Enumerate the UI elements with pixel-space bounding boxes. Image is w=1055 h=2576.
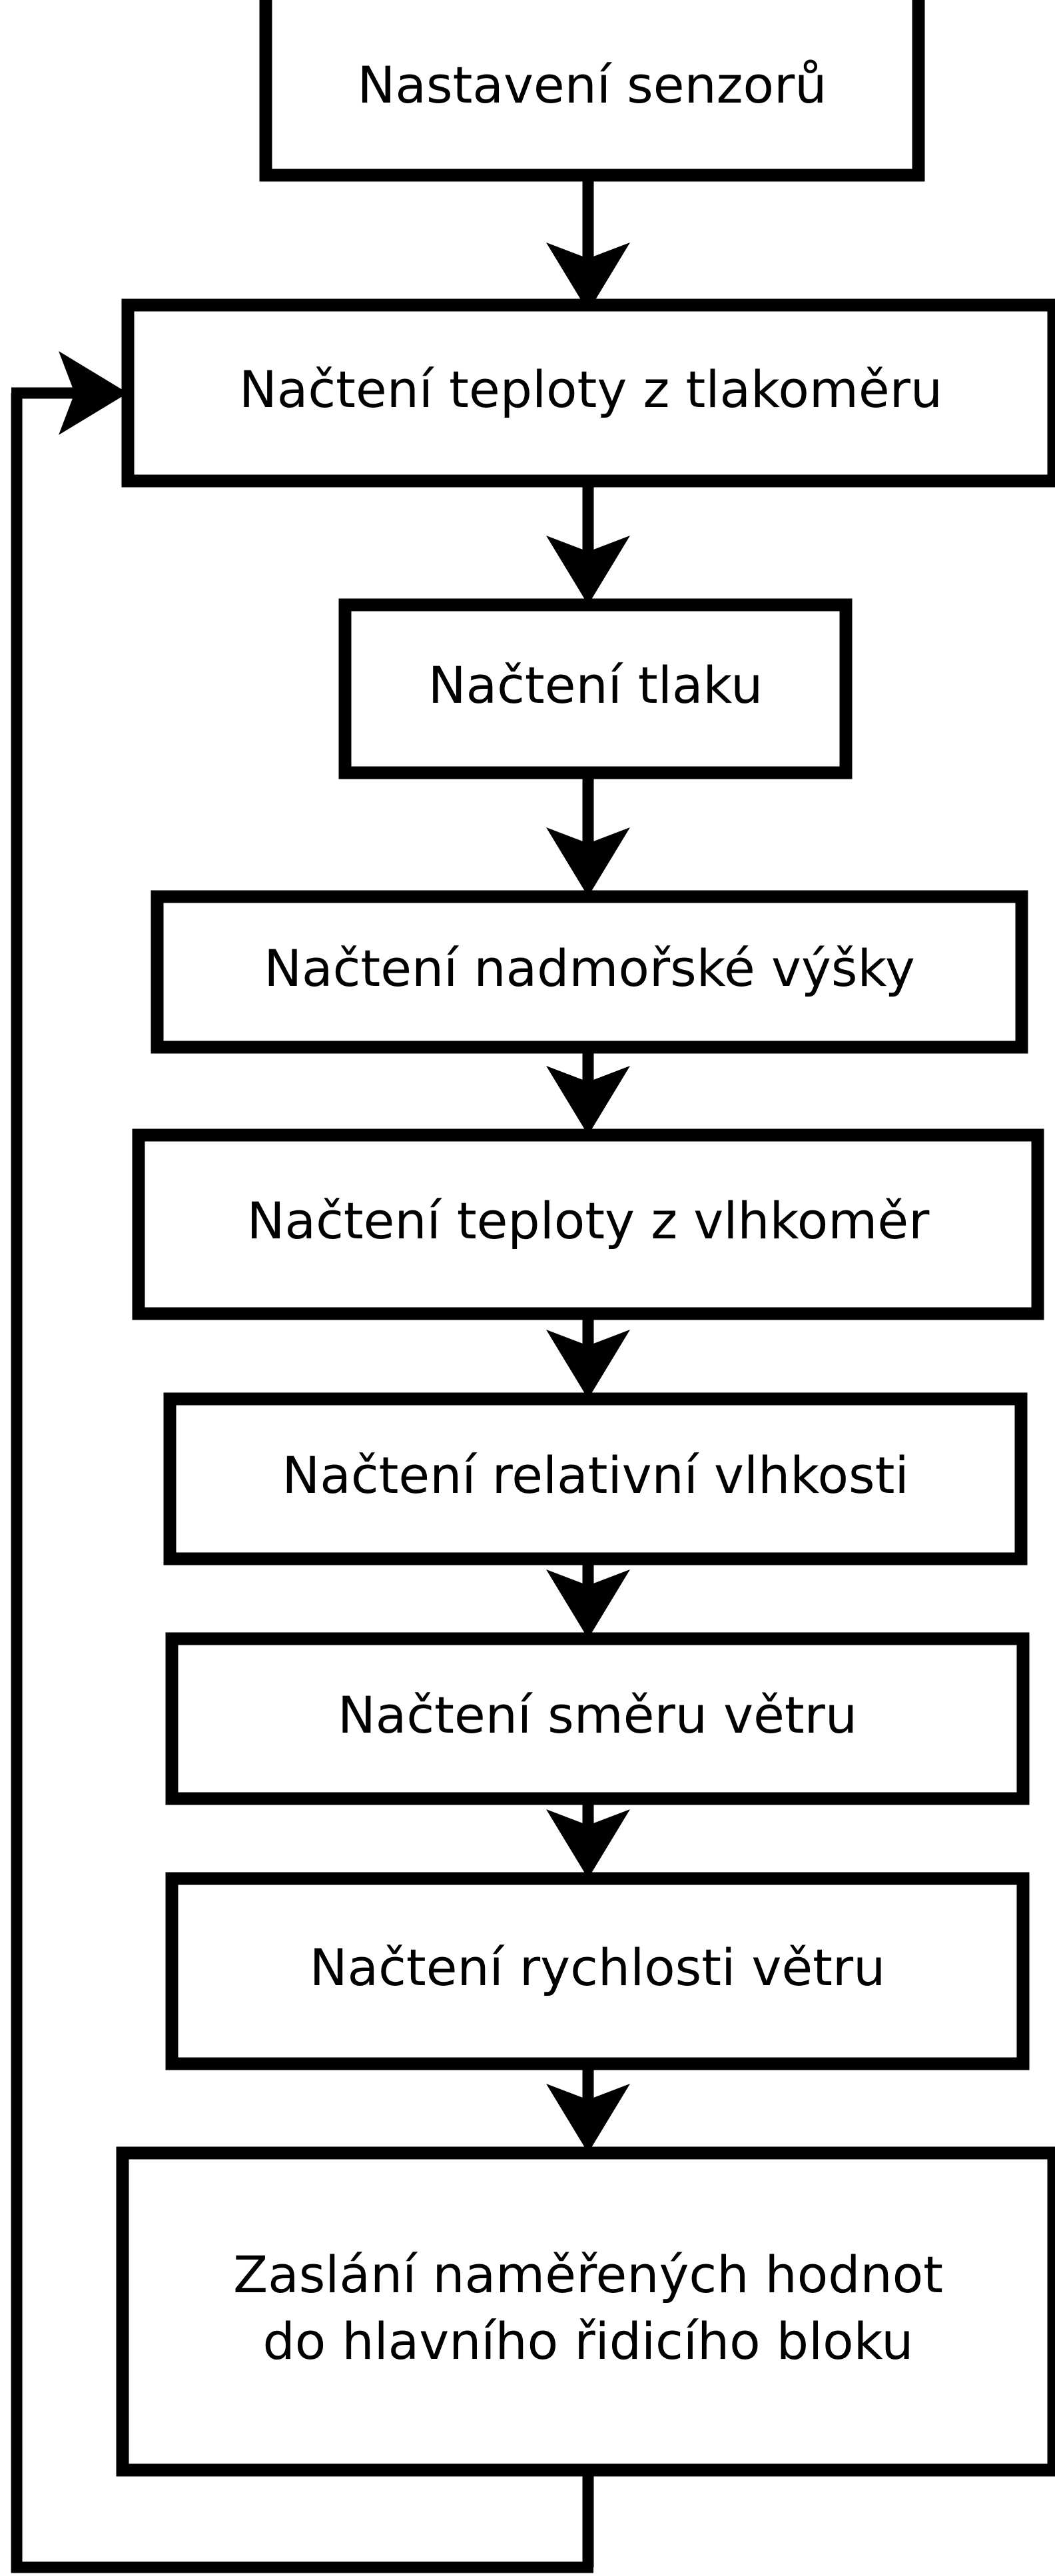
node-read-temp-hygrometer-box[interactable] xyxy=(132,1128,1044,1320)
node-send-values-label-line1: Zaslání naměřených hodnot xyxy=(233,2245,943,2304)
arrow-head-down-icon xyxy=(546,242,630,312)
node-read-pressure-box[interactable] xyxy=(338,598,853,779)
edge-setup-to-read-temp-barometer xyxy=(546,175,630,312)
arrow-head-down-icon xyxy=(546,1809,630,1879)
node-read-wind-speed-label: Načtení rychlosti větru xyxy=(310,1938,886,1997)
edge-read-temp-hygrometer-to-read-humidity xyxy=(546,1314,630,1399)
arrow-head-down-icon xyxy=(546,2084,630,2153)
arrow-head-down-icon xyxy=(546,1569,630,1639)
edge-read-temp-barometer-to-read-pressure xyxy=(546,481,630,605)
node-read-wind-direction-label: Načtení směru větru xyxy=(338,1685,857,1745)
arrow-head-down-icon xyxy=(546,827,630,897)
node-send-values[interactable]: Zaslání naměřených hodnot do hlavního ři… xyxy=(116,2146,1055,2477)
node-read-pressure[interactable]: Načtení tlaku xyxy=(338,598,853,779)
edge-read-wind-speed-to-send-values xyxy=(546,2064,630,2153)
node-read-temp-hygrometer[interactable]: Načtení teploty z vlhkoměr xyxy=(132,1128,1044,1320)
edge-read-humidity-to-read-wind-direction xyxy=(546,1559,630,1639)
edge-read-pressure-to-read-altitude xyxy=(546,773,630,897)
edge-send-values-to-read-temp-barometer xyxy=(11,351,594,2573)
arrow-head-right-icon xyxy=(59,351,128,435)
node-read-pressure-label: Načtení tlaku xyxy=(428,655,763,715)
node-read-altitude[interactable]: Načtení nadmořské výšky xyxy=(151,890,1028,1054)
node-read-temp-barometer-label: Načtení teploty z tlakoměru xyxy=(239,360,942,419)
node-read-altitude-label: Načtení nadmořské výšky xyxy=(264,939,915,998)
node-read-humidity[interactable]: Načtení relativní vlhkosti xyxy=(163,1392,1028,1565)
node-read-humidity-label: Načtení relativní vlhkosti xyxy=(282,1446,908,1505)
edge-read-altitude-to-read-temp-hygrometer xyxy=(546,1047,630,1135)
node-setup-box[interactable] xyxy=(259,0,925,182)
node-read-wind-speed[interactable]: Načtení rychlosti větru xyxy=(165,1872,1030,2070)
arrow-head-down-icon xyxy=(546,1330,630,1399)
node-read-altitude-box[interactable] xyxy=(151,890,1028,1054)
node-read-wind-speed-box[interactable] xyxy=(165,1872,1030,2070)
node-read-wind-direction[interactable]: Načtení směru větru xyxy=(165,1632,1030,1805)
arrow-head-down-icon xyxy=(546,1066,630,1135)
node-read-temp-hygrometer-label: Načtení teploty z vlhkoměr xyxy=(247,1191,930,1250)
edge-read-wind-direction-to-read-wind-speed xyxy=(546,1799,630,1879)
node-send-values-label-line2: do hlavního řidicího bloku xyxy=(263,2312,914,2371)
node-setup-label: Nastavení senzorů xyxy=(358,55,827,115)
node-read-temp-barometer-box[interactable] xyxy=(121,298,1055,488)
node-send-values-box[interactable] xyxy=(116,2146,1055,2477)
arrow-head-down-icon xyxy=(546,536,630,605)
node-read-humidity-box[interactable] xyxy=(163,1392,1028,1565)
node-read-wind-direction-box[interactable] xyxy=(165,1632,1030,1805)
node-setup[interactable]: Nastavení senzorů xyxy=(259,0,925,182)
node-read-temp-barometer[interactable]: Načtení teploty z tlakoměru xyxy=(121,298,1055,488)
